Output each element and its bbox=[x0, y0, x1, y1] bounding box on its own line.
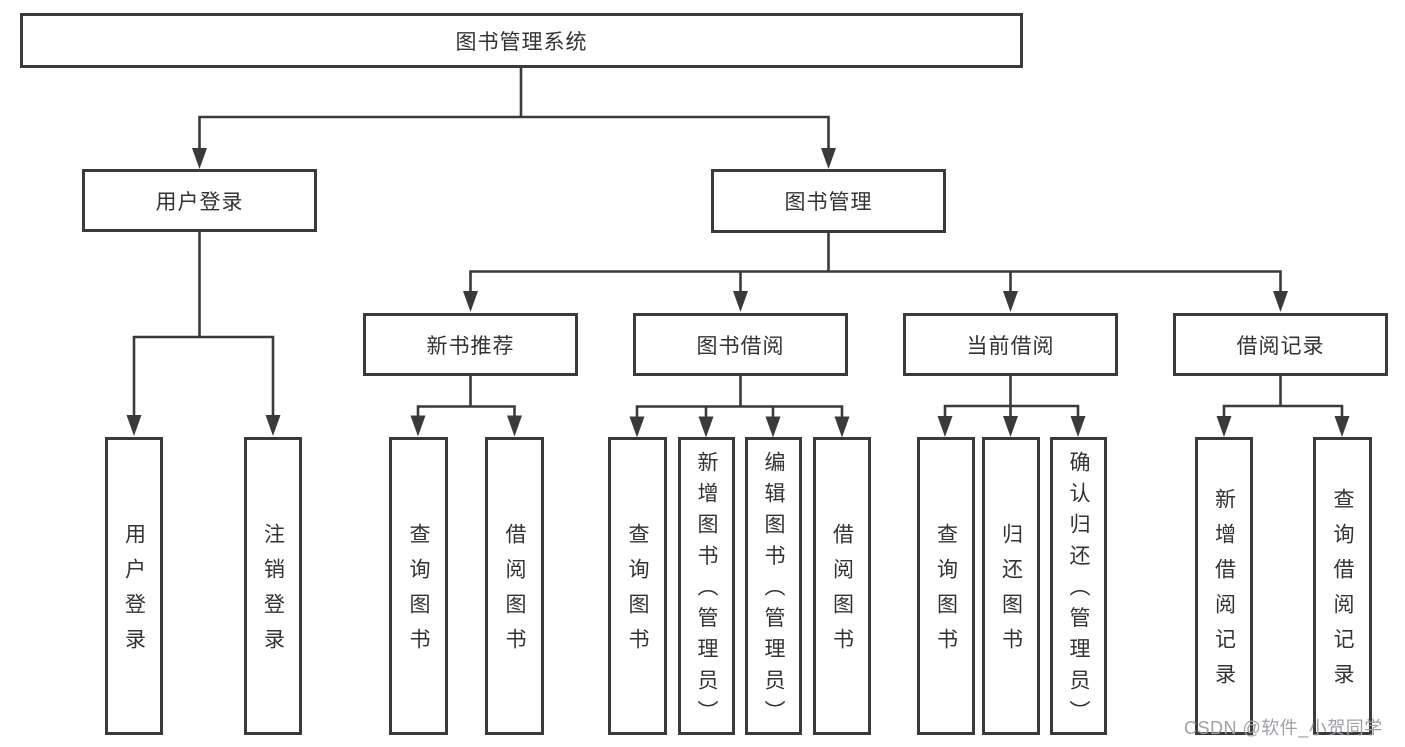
leaf-borrow-books-recommend: 借阅图书 bbox=[485, 437, 544, 735]
leaf-logout: 注销登录 bbox=[244, 437, 302, 735]
node-label: 图书管理系统 bbox=[455, 30, 588, 54]
leaf-label: 用户登录 bbox=[122, 523, 146, 663]
arrowhead bbox=[1003, 416, 1018, 437]
arrowhead bbox=[733, 291, 748, 312]
leaf-borrow-books: 借阅图书 bbox=[813, 437, 871, 735]
leaf-label: 查询借阅记录 bbox=[1331, 488, 1354, 698]
connector-book-management-to-level3 bbox=[469, 233, 1282, 294]
connector-borrow-records bbox=[1222, 376, 1344, 419]
leaf-label: 查询图书 bbox=[934, 523, 958, 663]
node-user-login: 用户登录 bbox=[82, 169, 317, 232]
connector-new-book-recommend bbox=[416, 376, 516, 419]
leaf-query-books-current: 查询图书 bbox=[917, 437, 975, 735]
arrowhead bbox=[1070, 416, 1086, 437]
leaf-add-book-admin: 新增图书（管理员） bbox=[678, 437, 735, 735]
leaf-query-books-borrow: 查询图书 bbox=[608, 437, 667, 735]
leaf-label: 新增图书（管理员） bbox=[695, 451, 718, 732]
node-new-book-recommend: 新书推荐 bbox=[363, 313, 578, 376]
leaf-label: 编辑图书（管理员） bbox=[762, 451, 785, 732]
arrowhead bbox=[1003, 291, 1018, 312]
arrowhead bbox=[126, 415, 142, 436]
leaf-edit-book-admin: 编辑图书（管理员） bbox=[745, 437, 802, 735]
node-library-management-system: 图书管理系统 bbox=[20, 13, 1023, 68]
leaf-confirm-return-admin: 确认归还（管理员） bbox=[1050, 437, 1107, 735]
arrowhead bbox=[698, 416, 714, 438]
leaf-label: 注销登录 bbox=[261, 523, 285, 663]
arrowhead bbox=[1273, 291, 1288, 312]
leaf-user-login: 用户登录 bbox=[105, 437, 163, 735]
leaf-label: 新增借阅记录 bbox=[1212, 488, 1236, 698]
connector-book-borrow bbox=[635, 376, 844, 419]
leaf-label: 查询图书 bbox=[626, 523, 649, 663]
connector-user-login-branch bbox=[132, 232, 275, 418]
arrowhead bbox=[834, 416, 850, 438]
arrowhead bbox=[1334, 416, 1350, 437]
node-book-borrow: 图书借阅 bbox=[633, 313, 848, 376]
arrowhead bbox=[765, 416, 781, 438]
arrowhead bbox=[463, 291, 478, 312]
leaf-query-borrow-record: 查询借阅记录 bbox=[1313, 437, 1372, 735]
arrowhead bbox=[410, 415, 426, 437]
arrowhead bbox=[507, 415, 522, 437]
arrowhead bbox=[937, 416, 953, 437]
node-book-management: 图书管理 bbox=[711, 169, 946, 233]
arrowhead bbox=[192, 148, 207, 169]
arrowhead bbox=[1216, 416, 1232, 437]
arrowhead bbox=[821, 148, 836, 169]
leaf-label: 确认归还（管理员） bbox=[1067, 451, 1090, 732]
node-label: 当前借阅 bbox=[966, 334, 1055, 358]
connector-current-borrow bbox=[943, 376, 1080, 419]
node-current-borrow: 当前借阅 bbox=[903, 313, 1118, 376]
connector-root-to-level2 bbox=[198, 68, 830, 151]
leaf-label: 查询图书 bbox=[407, 523, 430, 663]
node-borrow-records: 借阅记录 bbox=[1173, 313, 1388, 376]
arrowhead bbox=[629, 416, 645, 438]
leaf-add-borrow-record: 新增借阅记录 bbox=[1195, 437, 1253, 735]
leaf-label: 借阅图书 bbox=[503, 523, 526, 663]
node-label: 新书推荐 bbox=[426, 334, 515, 358]
leaf-label: 借阅图书 bbox=[830, 523, 854, 663]
arrowheads bbox=[126, 148, 1350, 438]
node-label: 借阅记录 bbox=[1236, 334, 1325, 358]
leaf-return-books: 归还图书 bbox=[982, 437, 1040, 735]
watermark-text: CSDN @软件_小贺同学 bbox=[1184, 718, 1383, 738]
arrowhead bbox=[265, 415, 281, 436]
node-label: 图书借阅 bbox=[696, 334, 785, 358]
leaf-query-books-recommend: 查询图书 bbox=[389, 437, 448, 735]
node-label: 图书管理 bbox=[784, 191, 873, 214]
leaf-label: 归还图书 bbox=[999, 523, 1023, 663]
node-label: 用户登录 bbox=[155, 190, 244, 214]
